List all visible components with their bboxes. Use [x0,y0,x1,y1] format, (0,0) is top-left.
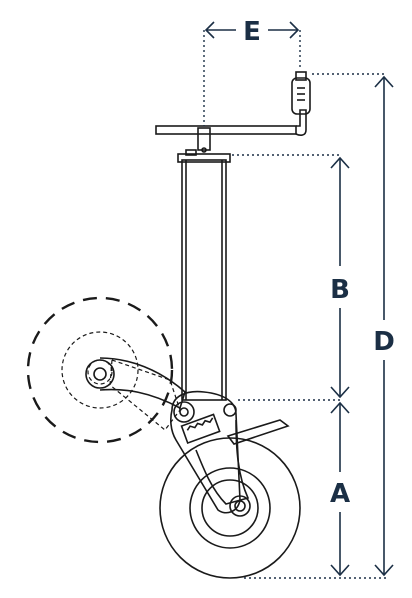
dimension-guides [232,73,386,579]
label-b: B [330,275,350,305]
dimension-e [203,21,301,126]
label-e: E [243,17,261,47]
label-a: A [330,479,350,509]
main-wheel [159,419,301,579]
crank-handle [155,71,311,153]
dimension-a [330,401,350,577]
dimension-b [330,156,350,399]
label-d: D [373,327,395,357]
main-tube [177,149,231,401]
dimension-d [374,75,394,577]
